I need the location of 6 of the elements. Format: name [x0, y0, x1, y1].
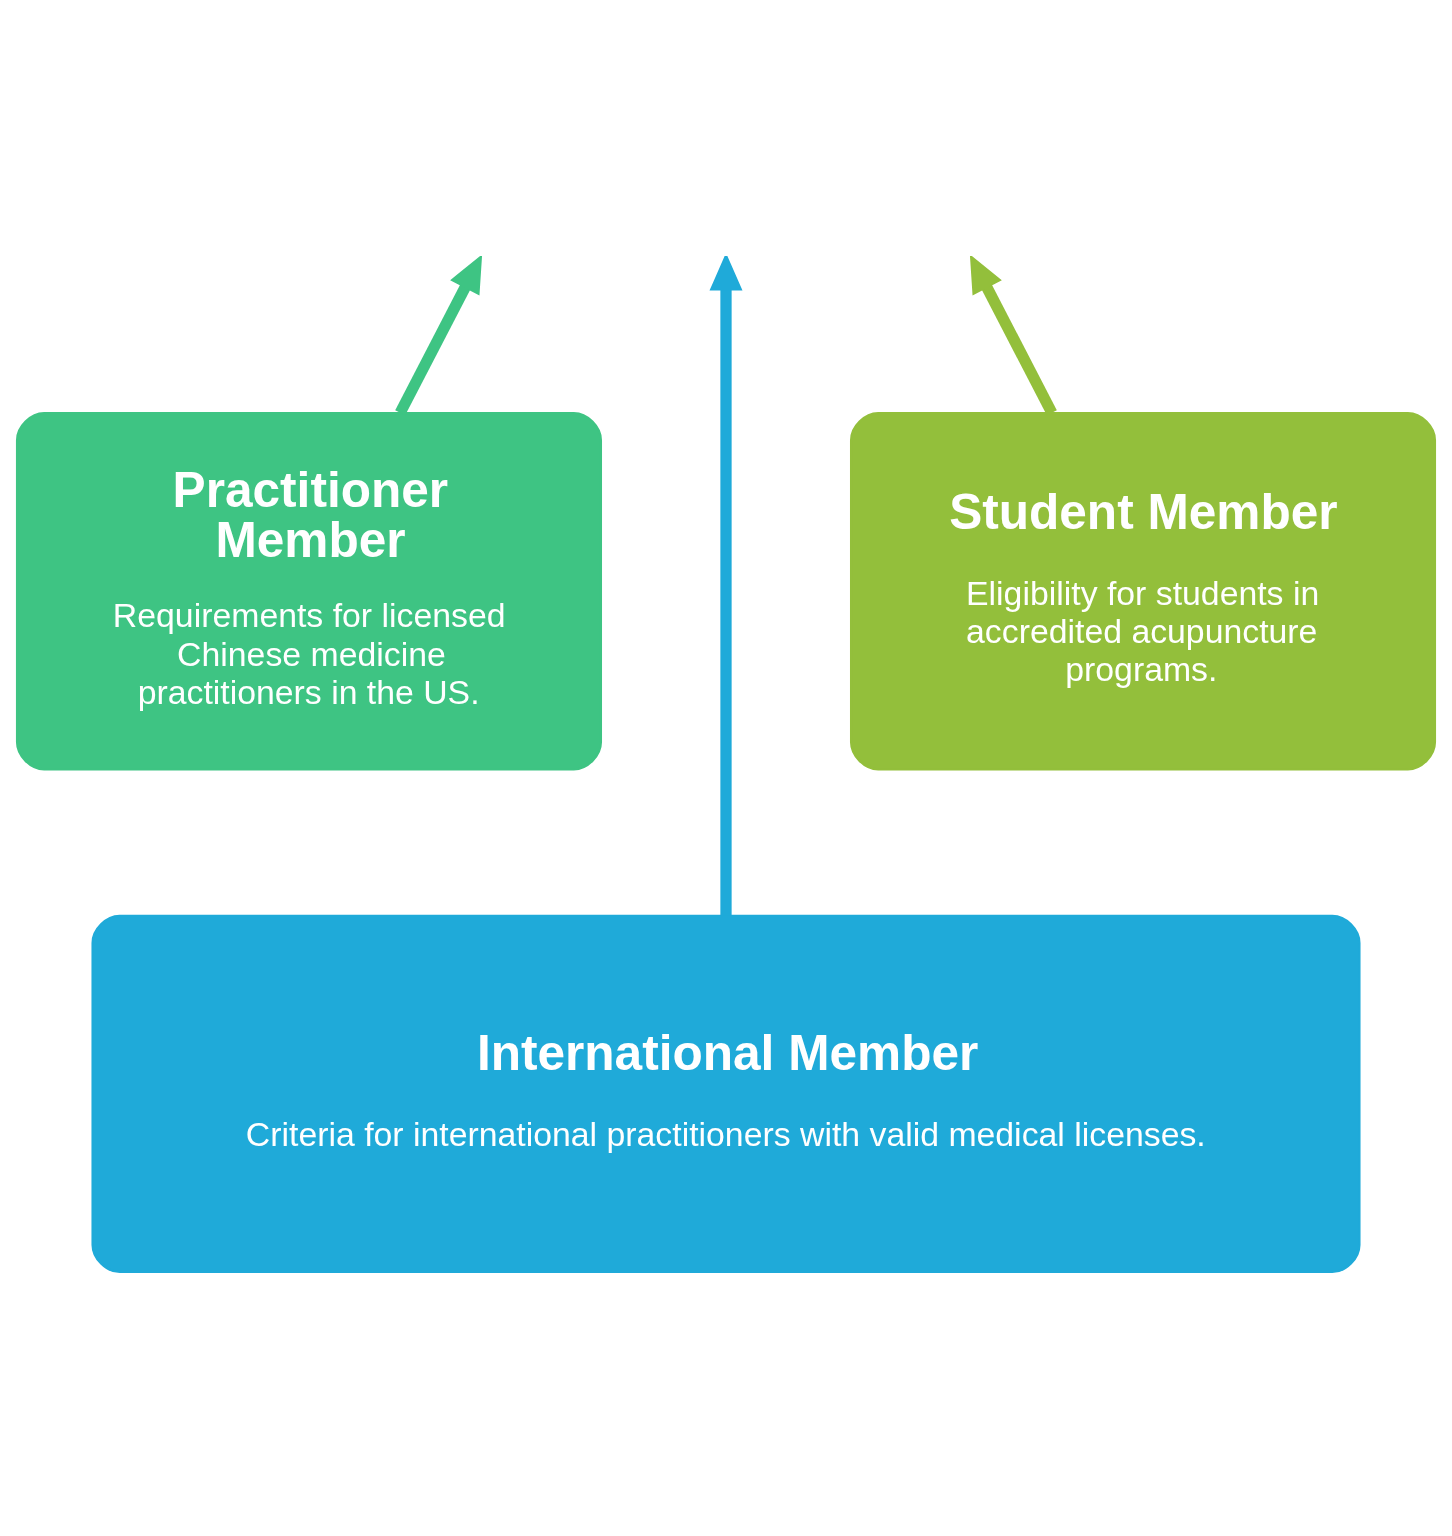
- arrow: [395, 255, 483, 415]
- arrow: [709, 255, 743, 916]
- node-box: Practitioner Member Requirements for licensed Chinese medicine practitioners in the US.: [15, 411, 603, 770]
- node-box: International Member Criteria for international practitioners with valid medical licenses.: [91, 914, 1361, 1273]
- node-box: Student Member Eligibility for students in accredited acupuncture programs.: [849, 411, 1437, 770]
- arrow: [969, 255, 1057, 415]
